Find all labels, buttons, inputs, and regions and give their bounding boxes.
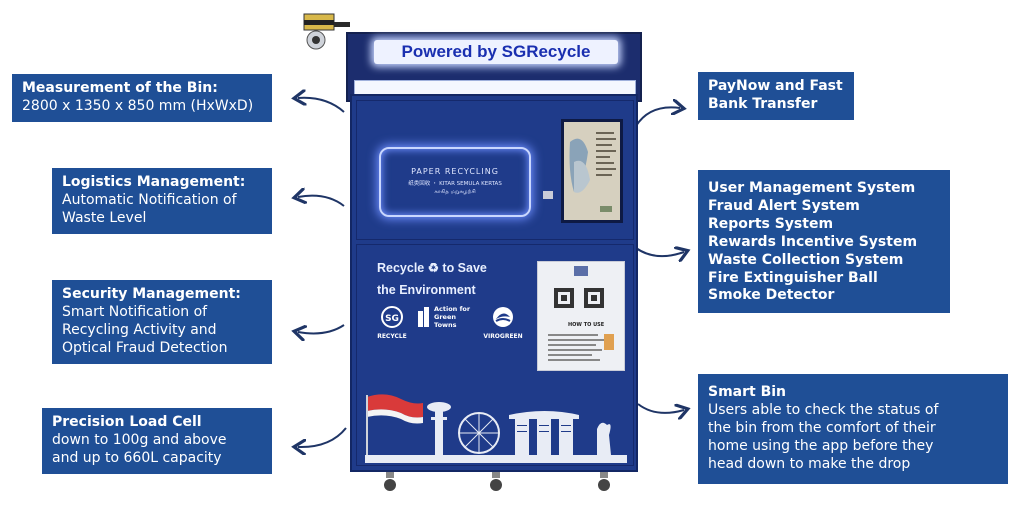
sign-line-3: காகித மறுசுழற்சி [434, 189, 476, 195]
card-slot[interactable] [543, 191, 553, 199]
callout-measurement: Measurement of the Bin: 2800 x 1350 x 85… [12, 74, 272, 122]
singapore-skyline-illustration [365, 394, 627, 463]
measurement-title: Measurement of the Bin: [22, 80, 218, 96]
systems-item: Reports System [708, 215, 834, 232]
caster-wheel-icon [384, 472, 396, 491]
systems-item: Waste Collection System [708, 251, 904, 268]
logistics-title: Logistics Management: [62, 174, 246, 190]
systems-list: User Management System Fraud Alert Syste… [708, 180, 940, 305]
paper-recycling-sign: PAPER RECYCLING 纸类回收 ・ KITAR SEMULA KERT… [379, 147, 531, 217]
callout-paynow: PayNow and Fast Bank Transfer [698, 72, 854, 120]
how-to-use-label: HOW TO USE [568, 322, 605, 328]
systems-item: Fire Extinguisher Ball [708, 269, 878, 286]
sg-recycle-logo: SG RECYCLE [375, 305, 409, 340]
partner-logos: SG RECYCLE Action for Green Towns [375, 305, 535, 349]
callout-load-cell: Precision Load Cell down to 100g and abo… [42, 408, 272, 474]
arrow-systems [635, 248, 684, 256]
measurement-body: 2800 x 1350 x 850 mm (HxWxD) [22, 97, 254, 114]
security-body: Smart Notification of Recycling Activity… [62, 303, 228, 356]
callout-logistics: Logistics Management: Automatic Notifica… [52, 168, 272, 234]
green-towns-logo: Action for Green Towns [417, 305, 473, 329]
sign-title: PAPER RECYCLING [411, 167, 499, 176]
systems-item: Fraud Alert System [708, 197, 860, 214]
paynow-title: PayNow and Fast Bank Transfer [708, 78, 843, 112]
recycling-kiosk: Powered by SGRecycle PAPER RECYCLING 纸类回… [303, 13, 646, 498]
load-cell-body: down to 100g and above and up to 660L ca… [52, 431, 227, 466]
svg-text:SG: SG [385, 314, 399, 324]
smart-bin-title: Smart Bin [708, 384, 787, 400]
sg-recycle-icon: SG [381, 306, 403, 328]
security-title: Security Management: [62, 286, 241, 302]
powered-by-banner: Powered by SGRecycle [374, 40, 618, 64]
arrow-security [298, 325, 345, 333]
slogan-line-1: Recycle ♻ to Save [377, 261, 487, 275]
upper-panel: PAPER RECYCLING 纸类回收 ・ KITAR SEMULA KERT… [356, 100, 634, 240]
slogan-line-2: the Environment [377, 283, 476, 297]
sg-recycle-caption: RECYCLE [377, 333, 407, 340]
virogreen-logo: VIROGREEN [479, 305, 527, 340]
buildings-icon [418, 307, 429, 327]
systems-item: Smoke Detector [708, 287, 835, 304]
sign-line-2: 纸类回收 ・ KITAR SEMULA KERTAS [408, 181, 502, 187]
virogreen-caption: VIROGREEN [483, 333, 523, 340]
callout-smart-bin: Smart Bin Users able to check the status… [698, 374, 1008, 484]
caster-wheel-icon [490, 472, 502, 491]
caster-wheel-icon [598, 472, 610, 491]
lower-panel: Recycle ♻ to Save the Environment SG REC… [356, 244, 634, 466]
callout-systems: User Management System Fraud Alert Syste… [698, 170, 950, 314]
arrow-logistics [298, 196, 345, 207]
screen-image [564, 122, 620, 220]
logistics-body: Automatic Notification of Waste Level [62, 191, 237, 226]
camera-icon [303, 13, 350, 50]
arrow-measurement [298, 98, 345, 113]
arrow-smart-bin [637, 404, 684, 413]
systems-item: Rewards Incentive System [708, 233, 918, 250]
load-cell-title: Precision Load Cell [52, 414, 202, 430]
systems-item: User Management System [708, 180, 916, 196]
qr-codes [548, 266, 614, 361]
green-towns-caption: Action for Green Towns [434, 305, 471, 329]
kiosk-cabinet: PAPER RECYCLING 纸类回收 ・ KITAR SEMULA KERT… [350, 94, 638, 472]
qr-instruction-panel: HOW TO USE [537, 261, 625, 371]
arrow-load-cell [298, 427, 347, 447]
arrow-paynow [635, 107, 680, 127]
virogreen-icon [493, 307, 513, 327]
kiosk-screen[interactable] [561, 119, 623, 223]
callout-security: Security Management: Smart Notification … [52, 280, 272, 364]
recycle-slogan: Recycle ♻ to Save the Environment [377, 257, 527, 301]
smart-bin-body: Users able to check the status of the bi… [708, 401, 939, 472]
kiosk-canopy: Powered by SGRecycle [346, 32, 642, 102]
